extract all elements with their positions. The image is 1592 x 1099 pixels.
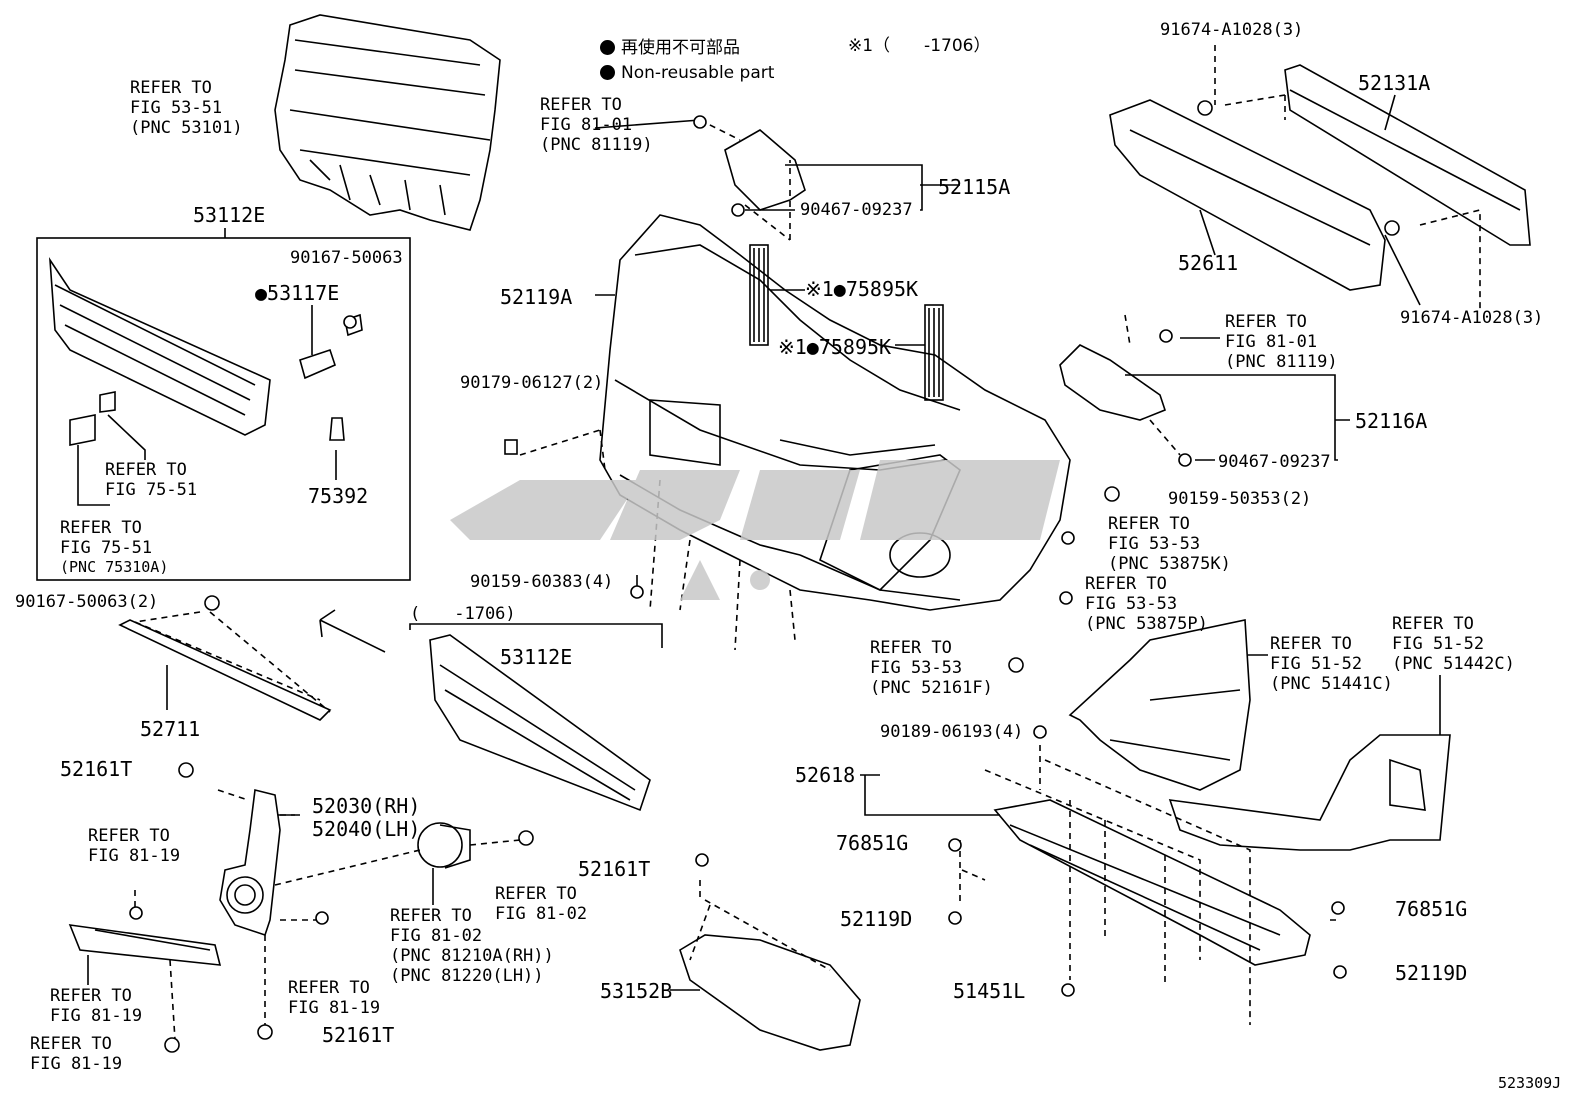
grille-drawing [48, 257, 271, 436]
label-52161t-c: 52161T [578, 857, 651, 881]
label-53112e-lower: 53112E [500, 645, 573, 669]
strip-75895k-b [924, 304, 944, 401]
label-refer-53-53-b: REFER TO FIG 53-53 (PNC 53875P) [1085, 574, 1208, 634]
bumper-cover-drawing [599, 214, 1071, 611]
label-52131a: 52131A [1358, 71, 1431, 95]
bullet-icon [600, 65, 615, 80]
label-refer-51-52-a: REFER TO FIG 51-52 (PNC 51441C) [1270, 634, 1393, 694]
label-53117e: ●53117E [255, 281, 340, 305]
label-52115a: 52115A [938, 175, 1011, 199]
bullet-icon [600, 40, 615, 55]
grille-support-drawing [274, 14, 501, 231]
label-52119d-b: 52119D [1395, 961, 1468, 985]
label-refer-81-01-top: REFER TO FIG 81-01 (PNC 81119) [540, 95, 653, 155]
label-refer-81-02-b: REFER TO FIG 81-02 (PNC 81210A(RH)) (PNC… [390, 906, 554, 986]
label-52119a: 52119A [500, 285, 573, 309]
label-refer-53-53-a: REFER TO FIG 53-53 (PNC 53875K) [1108, 514, 1231, 574]
label-refer-81-02-a: REFER TO FIG 81-02 [495, 884, 588, 924]
label-refer-81-19-c: REFER TO FIG 81-19 [50, 986, 143, 1026]
label-90189: 90189-06193(4) [880, 722, 1024, 742]
diagram-id: 523309J [1498, 1074, 1562, 1092]
foglamp-cover-drawing [68, 924, 222, 966]
label-bracket-1706: ( -1706) [410, 604, 516, 624]
bracket-52116a-drawing [1059, 344, 1166, 421]
label-52161t-a: 52161T [60, 757, 133, 781]
label-75895k-b: ※1●75895K [778, 335, 892, 359]
label-refer-51-52-b: REFER TO FIG 51-52 (PNC 51442C) [1392, 614, 1515, 674]
lower-grille-drawing [429, 634, 651, 812]
label-76851g-a: 76851G [836, 831, 909, 855]
label-90159-50353: 90159-50353(2) [1168, 489, 1312, 509]
legend-jp-text: 再使用不可部品 [621, 38, 740, 58]
foglamp-bracket-drawing [219, 789, 281, 937]
grille-group-box [36, 237, 411, 581]
label-refer-81-19-b: REFER TO FIG 81-19 [288, 978, 381, 1018]
label-90159-60383: 90159-60383(4) [470, 572, 614, 592]
undercover-lh-drawing [1068, 619, 1251, 791]
label-51451l: 51451L [953, 979, 1026, 1003]
label-52611: 52611 [1178, 251, 1239, 275]
label-90167-50063-2: 90167-50063(2) [15, 592, 159, 612]
label-91674-top: 91674-A1028(3) [1160, 20, 1304, 40]
label-refer-53-53-c: REFER TO FIG 53-53 (PNC 52161F) [870, 638, 993, 698]
label-52030: 52030(RH) [312, 794, 421, 818]
legend-jp: 再使用不可部品 [600, 38, 740, 58]
label-52711: 52711 [140, 717, 201, 741]
legend-en: Non-reusable part [600, 63, 774, 83]
label-52618: 52618 [795, 763, 856, 787]
foglamp-drawing [417, 822, 463, 868]
label-52116a: 52116A [1355, 409, 1428, 433]
label-90467-a: 90467-09237 [800, 200, 913, 220]
label-refer-81-19-d: REFER TO FIG 81-19 [30, 1034, 123, 1074]
label-75895k-a: ※1●75895K [805, 277, 919, 301]
label-90167-50063: 90167-50063 [290, 248, 403, 268]
label-pnc-75310a: (PNC 75310A) [60, 558, 169, 576]
skid-plate-drawing [993, 799, 1311, 966]
molding-drawing [118, 619, 332, 721]
label-53152b: 53152B [600, 979, 673, 1003]
bracket-52115a-drawing [724, 129, 806, 211]
strip-75895k-a [749, 244, 769, 346]
legend-note: ※1（ -1706） [848, 36, 991, 56]
label-90179: 90179-06127(2) [460, 373, 604, 393]
label-refer-75-51-b: REFER TO FIG 75-51 [60, 518, 153, 558]
label-75392: 75392 [308, 484, 369, 508]
label-91674-bottom: 91674-A1028(3) [1400, 308, 1544, 328]
label-52161t-b: 52161T [322, 1023, 395, 1047]
label-52119d-a: 52119D [840, 907, 913, 931]
undercover-rh-drawing [1168, 734, 1451, 851]
label-52040: 52040(LH) [312, 817, 421, 841]
label-refer-81-19-a: REFER TO FIG 81-19 [88, 826, 181, 866]
absorber-drawing [1109, 99, 1386, 291]
label-refer-53-51: REFER TO FIG 53-51 (PNC 53101) [130, 78, 243, 138]
label-53112e-box: 53112E [193, 203, 266, 227]
label-90467-b: 90467-09237 [1218, 452, 1331, 472]
label-refer-81-01-right: REFER TO FIG 81-01 (PNC 81119) [1225, 312, 1338, 372]
label-76851g-b: 76851G [1395, 897, 1468, 921]
legend-en-text: Non-reusable part [621, 63, 775, 83]
cover-53152b-drawing [679, 934, 861, 1051]
label-refer-75-51-a: REFER TO FIG 75-51 [105, 460, 198, 500]
reinforcement-drawing [1284, 64, 1531, 246]
